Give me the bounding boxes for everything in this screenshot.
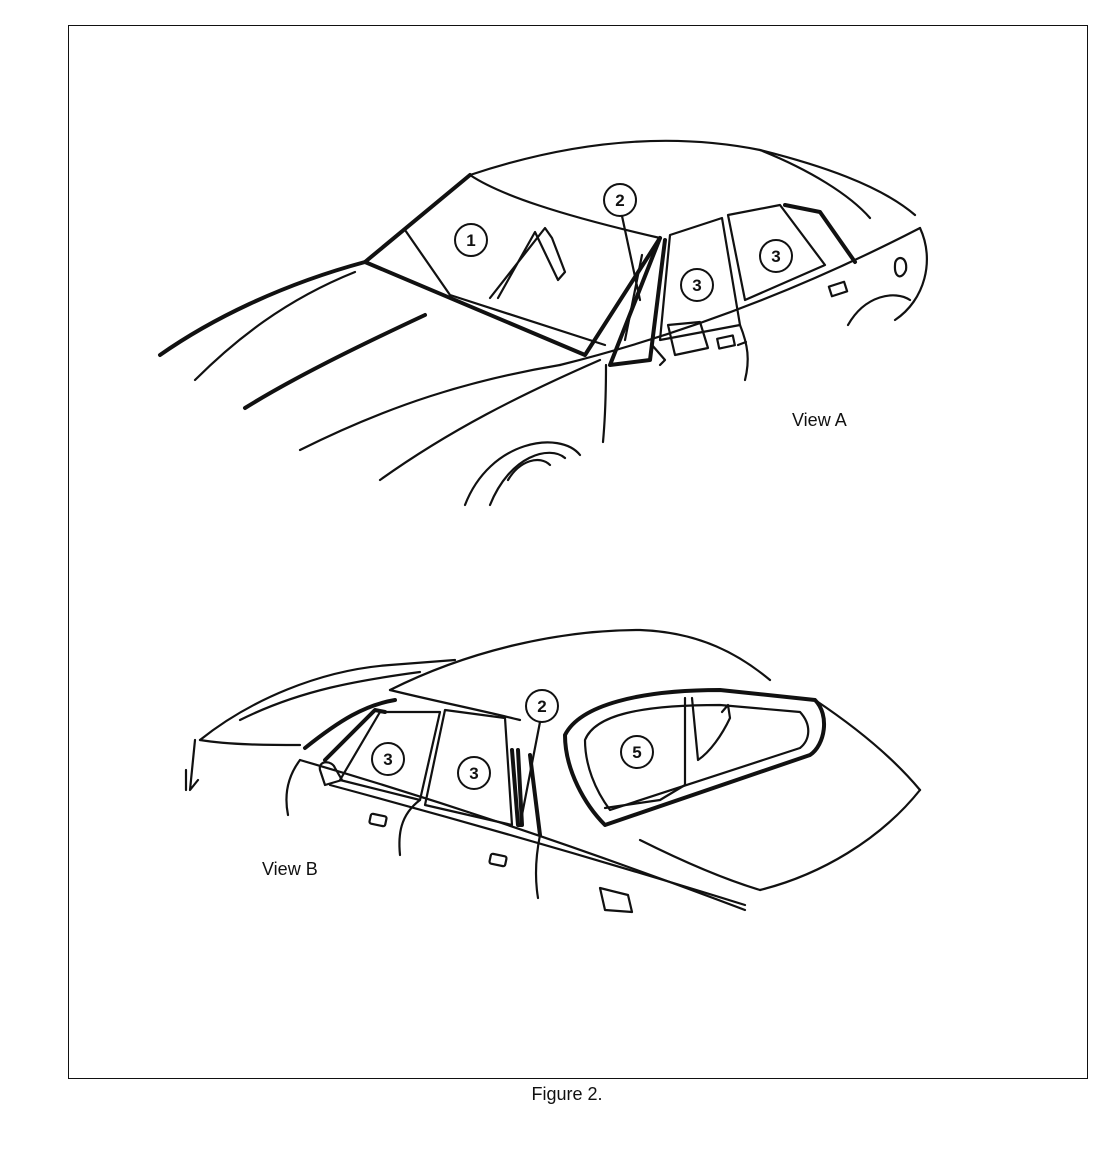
view-a-drawing: 1 2 3 3 [158, 139, 928, 507]
callout-3-rear-b-label: 3 [469, 764, 478, 783]
callout-3-rear [759, 239, 793, 273]
callout-5 [620, 735, 654, 769]
callout-2-b-label: 2 [537, 697, 546, 716]
callout-5-label: 5 [632, 743, 641, 762]
callout-2-b [525, 689, 559, 723]
callout-3-front-label: 3 [692, 276, 701, 295]
callout-3-rear-label: 3 [771, 247, 780, 266]
view-a-label: View A [792, 410, 847, 430]
callout-3-front-b [371, 742, 405, 776]
callout-1 [454, 223, 488, 257]
callout-2 [603, 183, 637, 217]
callout-3-front-b-label: 3 [383, 750, 392, 769]
callout-2-label: 2 [615, 191, 624, 210]
view-b-drawing: 3 3 2 5 [184, 628, 922, 914]
figure-frame [68, 25, 1088, 1079]
view-b-label: View B [262, 859, 318, 879]
callout-1-label: 1 [466, 231, 475, 250]
callout-3-front [680, 268, 714, 302]
figure-caption: Figure 2. [531, 1084, 603, 1104]
callout-3-rear-b [457, 756, 491, 790]
